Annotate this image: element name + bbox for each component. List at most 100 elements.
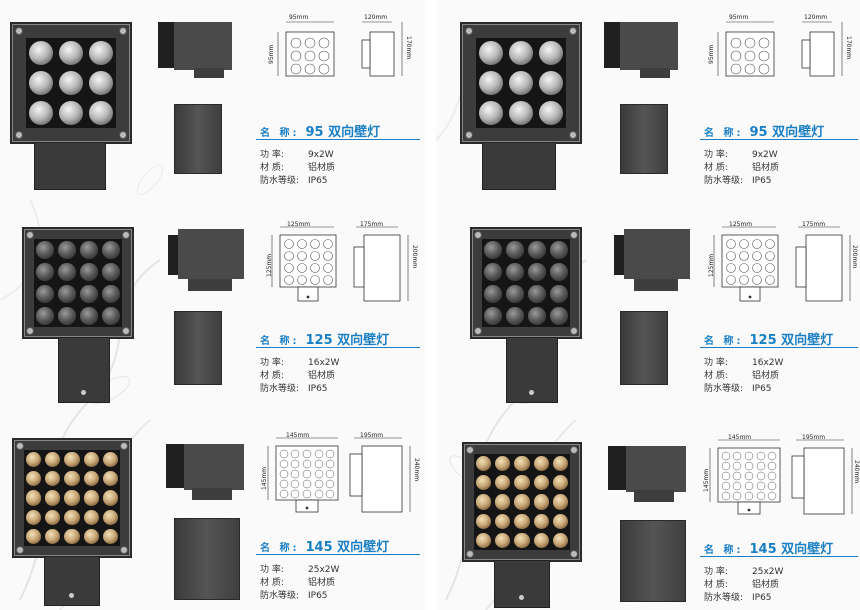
lamp-front-view-125: [174, 311, 222, 385]
catalog-page-left: 95mm 95mm 120mm 170mm 名 称:95 双向壁灯 功 率:9x…: [0, 0, 425, 610]
dim-side-width: 175mm: [360, 221, 384, 228]
spec-label: 材 质:: [260, 163, 284, 173]
led-lens: [45, 490, 61, 506]
spec-value: 16x2W: [308, 358, 340, 368]
led-lens: [45, 471, 61, 487]
led-lens: [36, 241, 54, 259]
led-lens: [25, 490, 42, 506]
spec-label: 功 率:: [260, 358, 284, 368]
led-lens: [495, 513, 511, 529]
spec-row-power: 功 率:9x2W: [704, 147, 778, 160]
led-lens: [533, 532, 549, 549]
spec-row-waterproof: 防水等级:IP65: [704, 381, 772, 394]
name-divider: [700, 556, 858, 557]
lamp-photo-125: [22, 227, 134, 403]
led-lens: [552, 532, 569, 549]
led-lens: [552, 455, 569, 472]
name-divider: [700, 139, 858, 140]
name-value: 95 双向壁灯: [749, 125, 825, 140]
led-lens: [509, 41, 533, 65]
name-divider: [256, 347, 420, 348]
spec-value: 25x2W: [308, 565, 340, 575]
led-lens: [533, 475, 549, 491]
led-lens: [102, 528, 119, 545]
led-lens: [64, 490, 80, 506]
lamp-side-view-145: [608, 446, 686, 502]
led-lens: [506, 263, 524, 281]
spec-value: IP65: [752, 176, 772, 186]
dimension-drawing-125: [713, 226, 851, 302]
dim-side-height: 170mm: [845, 36, 852, 60]
dim-front-width: 145mm: [286, 432, 310, 439]
spec-row-power: 功 率:25x2W: [260, 562, 339, 575]
lamp-photo-95: [460, 22, 582, 190]
lamp-photo-125: [470, 227, 582, 403]
led-lens: [25, 509, 42, 525]
led-lens: [80, 263, 98, 281]
product-name: 名 称:95 双向壁灯: [260, 121, 380, 140]
spec-label: 防水等级:: [260, 591, 300, 601]
led-lens: [58, 263, 76, 281]
led-lens: [58, 285, 76, 303]
led-lens: [509, 101, 533, 125]
spec-row-waterproof: 防水等级:IP65: [260, 173, 328, 186]
led-lens: [475, 455, 492, 472]
led-lens: [514, 455, 530, 472]
spec-row-material: 材 质:铝材质: [260, 368, 335, 381]
catalog-page-right: 95mm 95mm 120mm 170mm 名 称:95 双向壁灯 功 率:9x…: [436, 0, 860, 610]
led-lens: [475, 532, 492, 549]
led-lens: [495, 475, 511, 491]
spec-row-material: 材 质:铝材质: [260, 575, 335, 588]
lamp-front-view-145: [174, 518, 240, 600]
spec-row-waterproof: 防水等级: IP65: [704, 173, 772, 186]
led-lens: [550, 307, 568, 325]
led-lens: [25, 471, 42, 487]
led-lens: [514, 532, 530, 549]
led-lens: [528, 263, 546, 281]
led-lens: [89, 101, 113, 125]
dim-front-height: 145mm: [261, 466, 268, 490]
led-lens: [45, 528, 61, 545]
spec-label: 功 率:: [704, 150, 728, 160]
dim-side-width: 120mm: [804, 14, 828, 21]
product-name: 名 称:145 双向壁灯: [704, 538, 833, 557]
led-lens: [514, 494, 530, 510]
dim-side-width: 195mm: [360, 432, 384, 439]
spec-value: 铝材质: [752, 580, 780, 590]
spec-value: 铝材质: [308, 163, 336, 173]
spec-label: 防水等级:: [704, 384, 744, 394]
led-lens: [479, 41, 503, 65]
dim-side-width: 175mm: [802, 221, 826, 228]
led-lens: [552, 513, 569, 529]
spec-label: 材 质:: [260, 371, 284, 381]
spec-label: 材 质:: [260, 578, 284, 588]
dim-front-height: 125mm: [708, 253, 715, 277]
dim-front-width: 125mm: [287, 221, 311, 228]
lamp-side-view-95: [158, 22, 232, 78]
product-125: 125mm 125mm 175mm 200mm 名 称:125 双向壁灯 功 率…: [436, 205, 860, 405]
led-lens: [528, 241, 546, 259]
name-label: 名 称:: [260, 336, 300, 347]
led-lens: [495, 532, 511, 549]
led-lens: [36, 285, 54, 303]
lamp-side-view-125: [614, 229, 690, 291]
led-lens: [102, 471, 119, 487]
spec-row-power: 功 率:25x2W: [704, 564, 783, 577]
dim-side-height: 240mm: [853, 460, 860, 484]
spec-label: 防水等级:: [704, 176, 744, 186]
led-lens: [29, 101, 53, 125]
product-95: 95mm 95mm 120mm 170mm 名 称:95 双向壁灯 功 率:9x…: [436, 0, 860, 200]
spec-row-material: 材 质: 铝材质: [260, 160, 335, 173]
spec-value: IP65: [308, 591, 328, 601]
led-lens: [80, 241, 98, 259]
spec-row-power: 功 率:16x2W: [704, 355, 783, 368]
product-name: 名 称:145 双向壁灯: [260, 536, 389, 555]
dim-front-width: 125mm: [729, 221, 753, 228]
product-145: 145mm 145mm 195mm 240mm 名 称:145 双向壁灯 功 率…: [436, 410, 860, 610]
led-lens: [29, 41, 53, 65]
dimension-drawing-95: [717, 21, 843, 77]
spec-value: 铝材质: [752, 371, 780, 381]
led-lens: [484, 241, 502, 259]
spec-value: 9x2W: [308, 150, 334, 160]
led-lens: [533, 494, 549, 510]
